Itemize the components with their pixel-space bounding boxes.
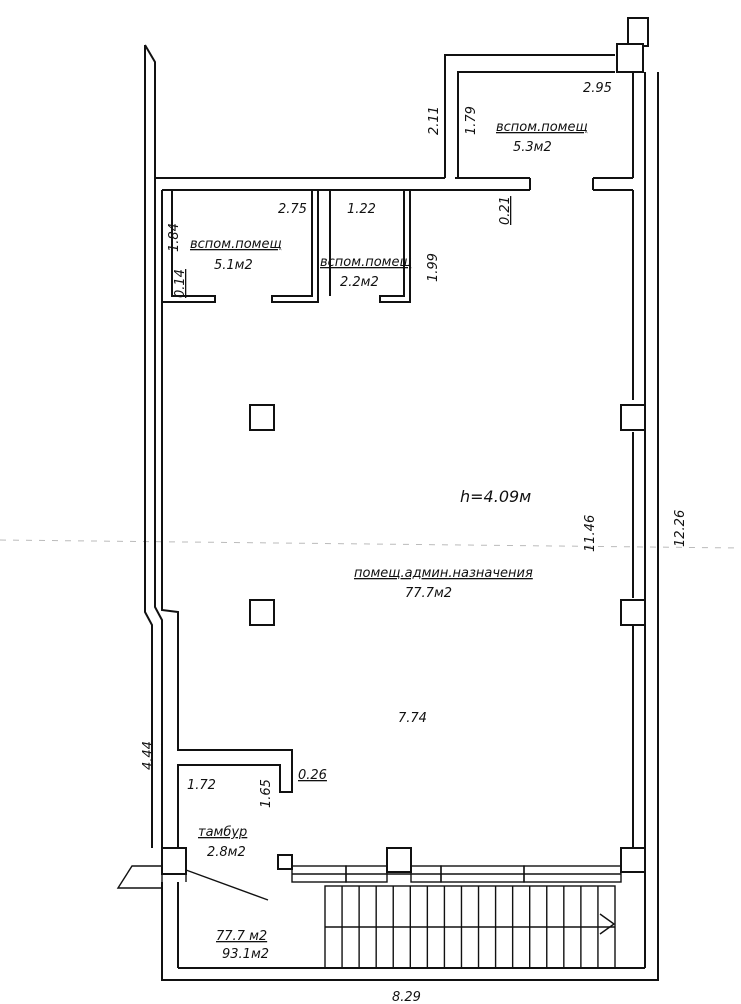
entrance <box>116 865 269 901</box>
dimension-label: 12.26 <box>673 510 688 547</box>
column <box>620 599 646 626</box>
dimension-label: 11.46 <box>583 515 598 552</box>
dimension-label: 1.65 <box>259 779 274 808</box>
room-name-label: вспом.помещ <box>190 237 282 252</box>
room-name-label: вспом.помещ <box>320 255 412 270</box>
room-name-label: помещ.админ.назначения <box>354 566 533 581</box>
column <box>386 847 412 873</box>
dimension-label: 1.72 <box>187 778 216 793</box>
dimension-label: 7.74 <box>398 711 427 726</box>
room-area-label: 2.2м2 <box>340 275 379 290</box>
partitions <box>162 190 411 303</box>
dimension-label: 1.79 <box>464 106 479 135</box>
total-area-label: 93.1м2 <box>222 947 269 962</box>
room-area-label: 5.1м2 <box>214 258 253 273</box>
total-area-main-label: 77.7 м2 <box>216 929 267 944</box>
dimension-label: 0.26 <box>298 768 327 783</box>
dimension-label: 1.84 <box>167 223 182 252</box>
column <box>627 17 649 47</box>
column <box>249 404 275 431</box>
column <box>620 404 646 431</box>
dimension-label: 8.29 <box>392 990 421 1004</box>
columns <box>161 404 646 875</box>
ceiling-height-label: h=4.09м <box>460 487 531 506</box>
column <box>277 854 293 870</box>
room-area-label: 77.7м2 <box>405 586 452 601</box>
dimension-label: 0.21 <box>498 196 513 225</box>
dimension-label: 1.22 <box>347 202 376 217</box>
column <box>620 847 646 873</box>
dimension-label: 2.95 <box>583 81 612 96</box>
dimension-label: 2.75 <box>278 202 307 217</box>
scan-artifact-line <box>0 539 741 549</box>
room-area-label: 5.3м2 <box>513 140 552 155</box>
glazing <box>291 865 622 883</box>
dimension-label: 0.14 <box>173 269 188 298</box>
staircase <box>324 885 616 969</box>
dimension-label: 2.11 <box>427 106 442 135</box>
column <box>161 847 187 875</box>
column <box>249 599 275 626</box>
dimension-label: 4.44 <box>141 741 156 770</box>
room-area-label: 2.8м2 <box>207 845 246 860</box>
dimension-label: 1.99 <box>426 253 441 282</box>
stair-direction-arrow <box>599 913 616 935</box>
room-name-label: тамбур <box>198 825 247 840</box>
column <box>616 43 644 73</box>
room-name-label: вспом.помещ <box>496 120 588 135</box>
